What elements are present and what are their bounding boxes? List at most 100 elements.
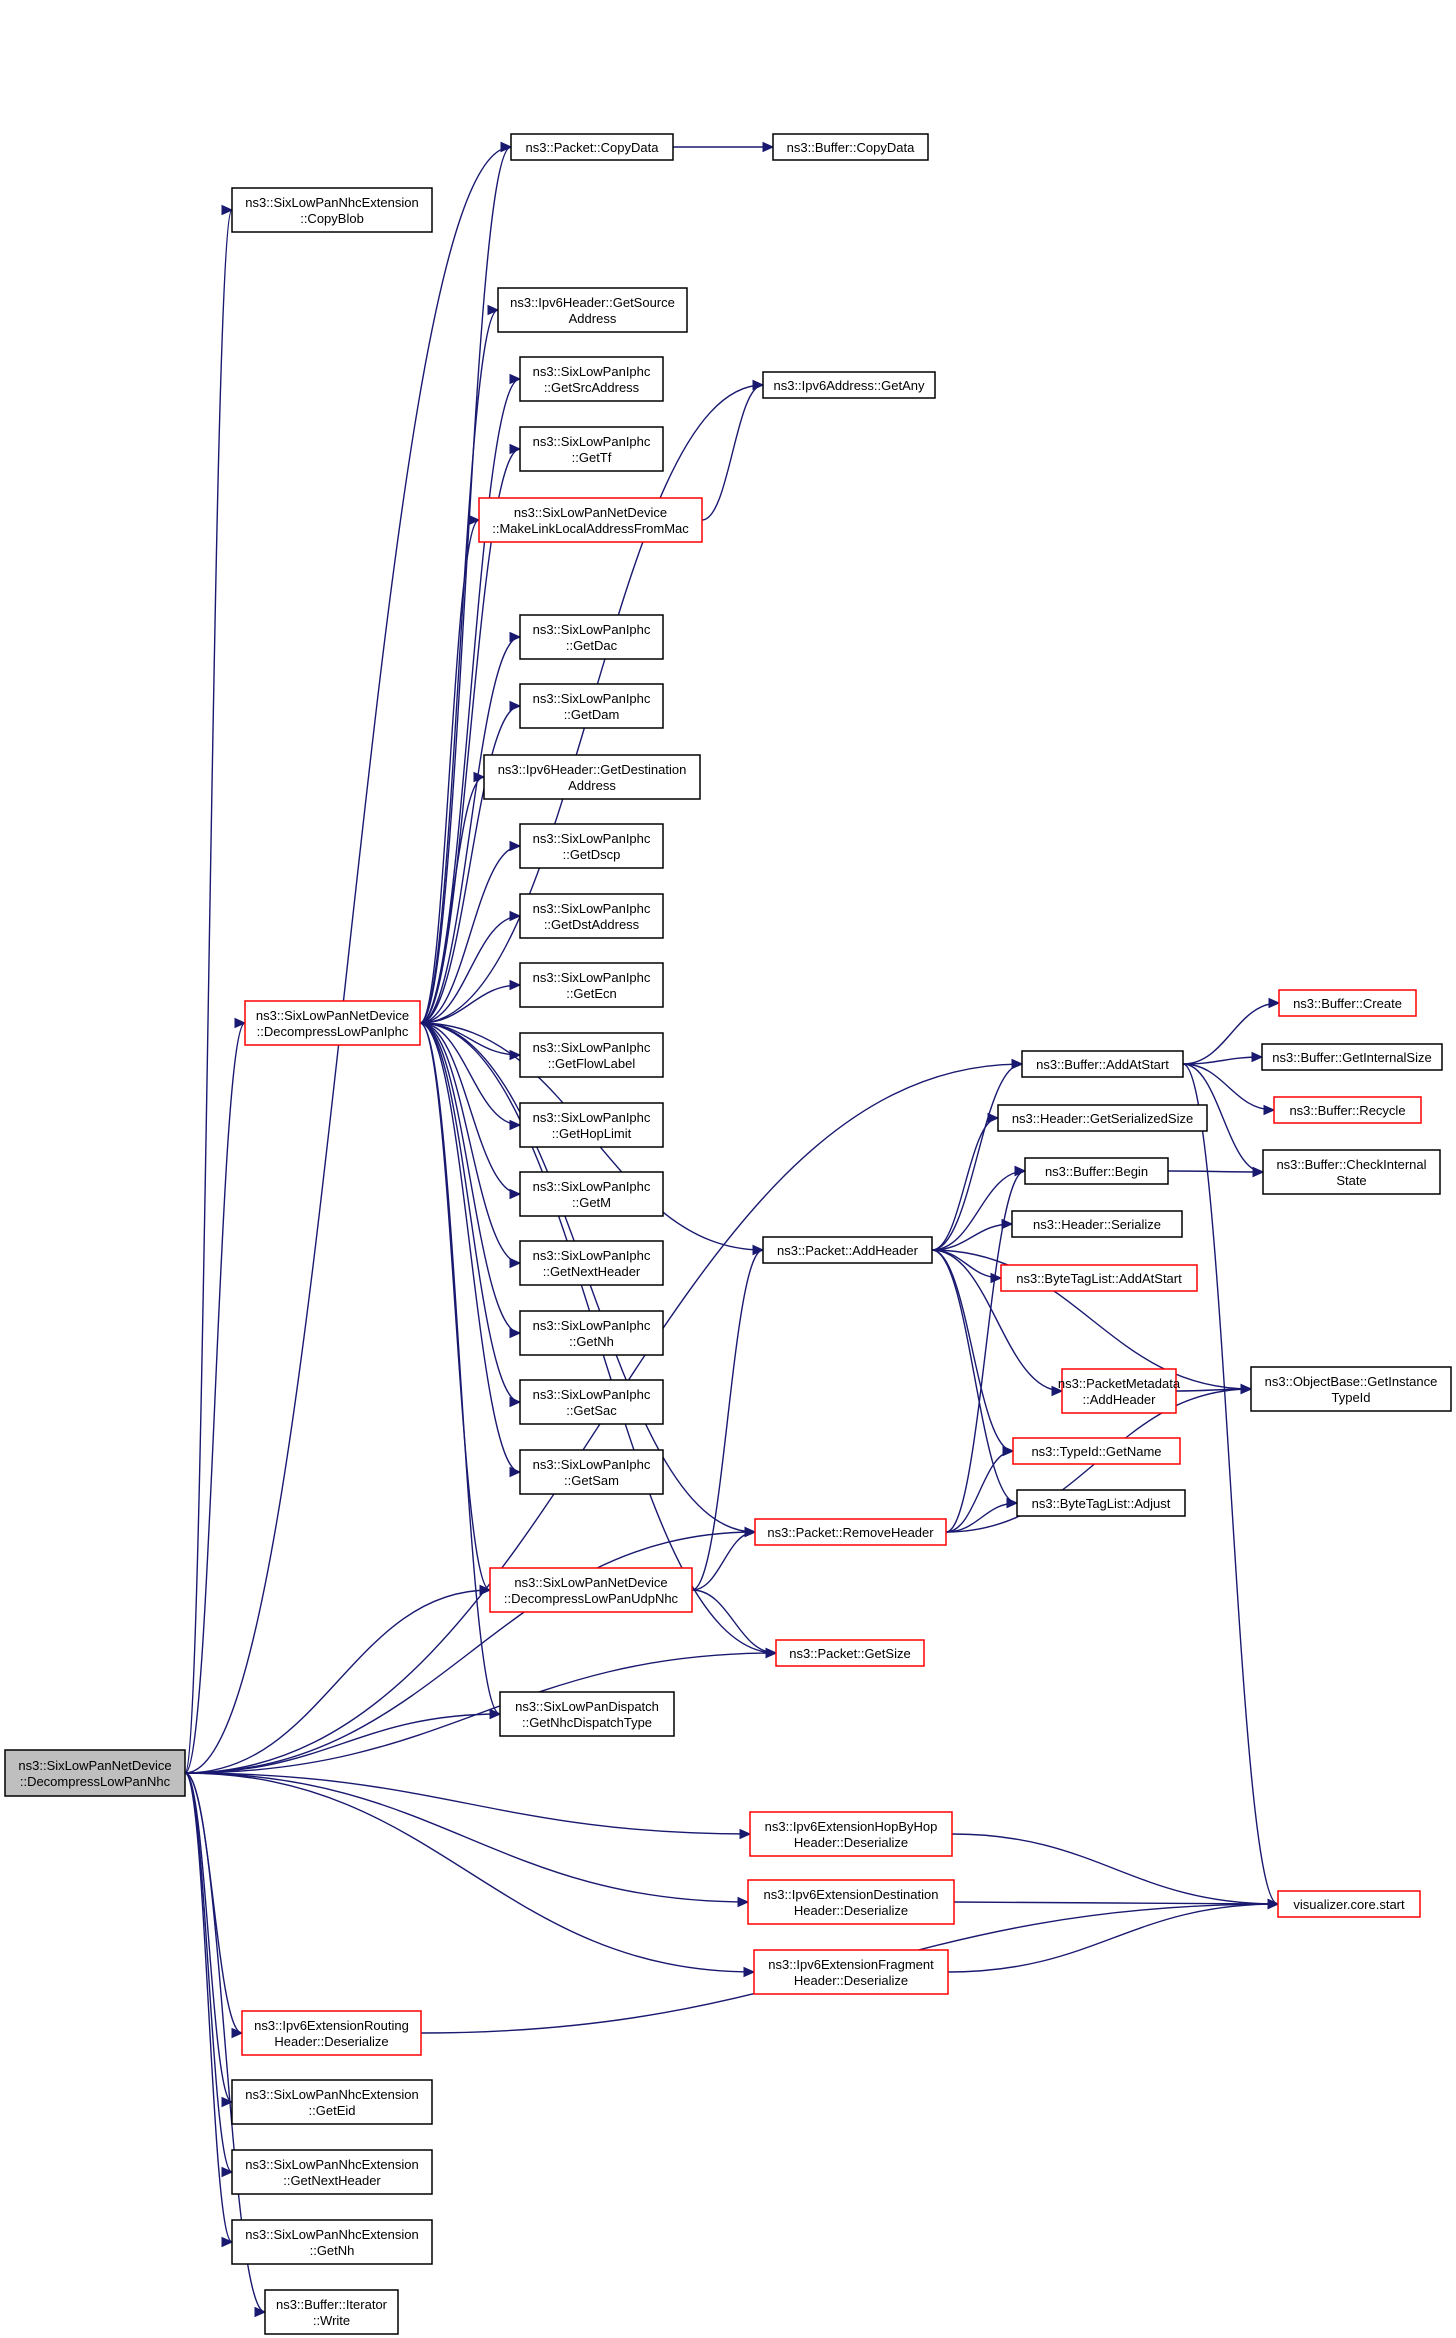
edge-decompIphc-to-getSam (419, 1022, 522, 1478)
node-label-line: ns3::SixLowPanIphc (533, 970, 651, 985)
node-hdrSerialize[interactable]: ns3::Header::Serialize (1011, 1210, 1183, 1238)
node-label-line: ::DecompressLowPanUdpNhc (504, 1591, 679, 1606)
node-getSam[interactable]: ns3::SixLowPanIphc::GetSam (519, 1449, 664, 1495)
node-box (753, 1949, 949, 1995)
node-box (1261, 1043, 1443, 1071)
node-getAny[interactable]: ns3::Ipv6Address::GetAny (762, 371, 936, 399)
node-recycle[interactable]: ns3::Buffer::Recycle (1273, 1096, 1422, 1124)
node-label-line: ::GetNextHeader (283, 2173, 381, 2188)
node-destDeser[interactable]: ns3::Ipv6ExtensionDestinationHeader::Des… (747, 1879, 955, 1925)
node-getNextHeader[interactable]: ns3::SixLowPanIphc::GetNextHeader (519, 1240, 664, 1286)
node-addHeader[interactable]: ns3::Packet::AddHeader (762, 1236, 933, 1264)
node-getDac[interactable]: ns3::SixLowPanIphc::GetDac (519, 614, 664, 660)
node-box (499, 1691, 675, 1737)
edge-decompIphc-to-copyData (419, 141, 513, 1024)
node-box (519, 1240, 664, 1286)
edge-line (1182, 1063, 1275, 1111)
node-tagAdjust[interactable]: ns3::ByteTagList::Adjust (1016, 1489, 1186, 1517)
edge-line (701, 384, 764, 521)
node-pmAddHeader[interactable]: ns3::PacketMetadata::AddHeader (1058, 1368, 1181, 1414)
node-getTf[interactable]: ns3::SixLowPanIphc::GetTf (519, 426, 664, 472)
node-addAtStart[interactable]: ns3::Buffer::AddAtStart (1021, 1050, 1184, 1078)
node-getSize[interactable]: ns3::Packet::GetSize (775, 1639, 925, 1667)
node-decompUdp[interactable]: ns3::SixLowPanNetDevice::DecompressLowPa… (489, 1567, 693, 1613)
node-getNhIphc[interactable]: ns3::SixLowPanIphc::GetNh (519, 1310, 664, 1356)
node-typeIdGetName[interactable]: ns3::TypeId::GetName (1012, 1437, 1181, 1465)
node-fragDeser[interactable]: ns3::Ipv6ExtensionFragmentHeader::Deseri… (753, 1949, 949, 1995)
edge-line (419, 1022, 521, 1126)
node-label-line: ns3::Packet::CopyData (526, 140, 660, 155)
node-label-line: Header::Deserialize (794, 1835, 908, 1850)
node-label-line: ns3::Header::Serialize (1033, 1217, 1161, 1232)
node-makeLL[interactable]: ns3::SixLowPanNetDevice::MakeLinkLocalAd… (478, 497, 703, 543)
node-nhcGetNh[interactable]: ns3::SixLowPanNhcExtension::GetNh (231, 2219, 433, 2265)
node-label-line: ns3::SixLowPanIphc (533, 622, 651, 637)
node-decompIphc[interactable]: ns3::SixLowPanNetDevice::DecompressLowPa… (244, 1000, 421, 1046)
node-getSrcAddress[interactable]: ns3::SixLowPanIphc::GetSrcAddress (519, 356, 664, 402)
node-box (231, 2149, 433, 2195)
node-routingDeser[interactable]: ns3::Ipv6ExtensionRoutingHeader::Deseria… (241, 2010, 422, 2056)
node-box (478, 497, 703, 543)
node-box (762, 371, 936, 399)
edge-root-to-getNhcDispatch (184, 1708, 502, 1774)
node-tagAddAtStart[interactable]: ns3::ByteTagList::AddAtStart (1000, 1264, 1198, 1292)
edge-line (184, 1772, 233, 2243)
node-box (519, 1171, 664, 1217)
node-bufCreate[interactable]: ns3::Buffer::Create (1278, 989, 1417, 1017)
node-getSac[interactable]: ns3::SixLowPanIphc::GetSac (519, 1379, 664, 1425)
arrowhead-icon (221, 2166, 234, 2178)
node-getSerSize[interactable]: ns3::Header::GetSerializedSize (997, 1104, 1208, 1132)
node-nhcGetNextHeader[interactable]: ns3::SixLowPanNhcExtension::GetNextHeade… (231, 2149, 433, 2195)
edge-root-to-copyBlob (184, 204, 234, 1774)
node-getEid[interactable]: ns3::SixLowPanNhcExtension::GetEid (231, 2079, 433, 2125)
arrowhead-icon (1267, 1898, 1280, 1910)
node-hopByHop[interactable]: ns3::Ipv6ExtensionHopByHopHeader::Deseri… (749, 1811, 953, 1857)
node-getDam[interactable]: ns3::SixLowPanIphc::GetDam (519, 683, 664, 729)
node-box (519, 962, 664, 1008)
edge-decompIphc-to-getHopLimit (419, 1022, 522, 1131)
node-copyData[interactable]: ns3::Packet::CopyData (510, 133, 674, 161)
edge-line (419, 1022, 521, 1403)
edge-decompIphc-to-decompUdp (419, 1022, 492, 1596)
edge-root-to-nhcGetNextHeader (184, 1772, 234, 2178)
node-getInternalSize[interactable]: ns3::Buffer::GetInternalSize (1261, 1043, 1443, 1071)
node-label-line: ::GetDstAddress (544, 917, 640, 932)
edge-line (945, 1170, 1026, 1533)
node-label-line: ns3::Ipv6Header::GetDestination (498, 762, 687, 777)
node-label-line: ns3::Packet::RemoveHeader (767, 1525, 934, 1540)
arrowhead-icon (489, 1708, 502, 1720)
node-getDstAddress[interactable]: ns3::SixLowPanIphc::GetDstAddress (519, 893, 664, 939)
node-removeHeader[interactable]: ns3::Packet::RemoveHeader (754, 1518, 947, 1546)
node-root[interactable]: ns3::SixLowPanNetDevice::DecompressLowPa… (4, 1749, 186, 1797)
node-getHopLimit[interactable]: ns3::SixLowPanIphc::GetHopLimit (519, 1102, 664, 1148)
arrowhead-icon (509, 1466, 522, 1478)
node-box (244, 1000, 421, 1046)
edge-decompIphc-to-getDscp (419, 840, 522, 1024)
node-box (762, 1236, 933, 1264)
node-copyBlob[interactable]: ns3::SixLowPanNhcExtension::CopyBlob (231, 187, 433, 233)
arrowhead-icon (479, 1584, 492, 1596)
node-label-line: ns3::Buffer::Iterator (276, 2297, 388, 2312)
arrowhead-icon (221, 2096, 234, 2108)
node-box (519, 426, 664, 472)
node-getFlowLabel[interactable]: ns3::SixLowPanIphc::GetFlowLabel (519, 1032, 664, 1078)
node-getEcn[interactable]: ns3::SixLowPanIphc::GetEcn (519, 962, 664, 1008)
node-bufBegin[interactable]: ns3::Buffer::Begin (1024, 1157, 1169, 1185)
edge-line (419, 378, 521, 1024)
node-label-line: ns3::PacketMetadata (1058, 1376, 1181, 1391)
node-bufCopyData[interactable]: ns3::Buffer::CopyData (772, 133, 929, 161)
node-getM[interactable]: ns3::SixLowPanIphc::GetM (519, 1171, 664, 1217)
node-label-line: TypeId (1331, 1390, 1370, 1405)
edge-decompUdp-to-removeHeader (691, 1526, 757, 1591)
arrowhead-icon (1268, 997, 1281, 1009)
node-getDscp[interactable]: ns3::SixLowPanIphc::GetDscp (519, 823, 664, 869)
node-label-line: ns3::Buffer::CopyData (787, 140, 915, 155)
node-iterWrite[interactable]: ns3::Buffer::Iterator::Write (264, 2289, 399, 2335)
edge-line (931, 1063, 1023, 1251)
node-getNhcDispatch[interactable]: ns3::SixLowPanDispatch::GetNhcDispatchTy… (499, 1691, 675, 1737)
node-vizStart[interactable]: visualizer.core.start (1277, 1890, 1421, 1918)
